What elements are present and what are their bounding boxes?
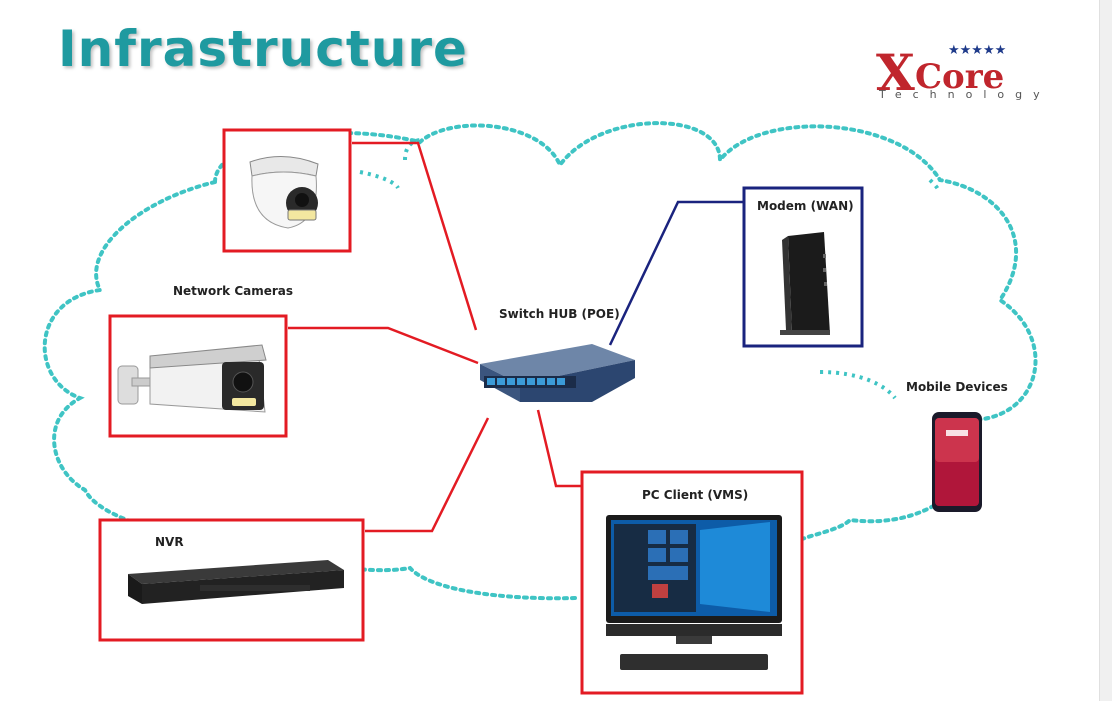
- xcore-logo: X Core ★★★★★ Technology: [876, 42, 1051, 102]
- desktop-pc-icon: [606, 515, 782, 670]
- link-modem: [608, 200, 744, 346]
- dome-camera-icon: [249, 155, 319, 229]
- label-network-cameras: Network Cameras: [173, 284, 293, 298]
- label-nvr: NVR: [155, 535, 184, 549]
- link-camera-dome: [352, 141, 478, 331]
- logo-subtitle: Technology: [878, 88, 1051, 101]
- label-modem: Modem (WAN): [757, 199, 854, 213]
- link-camera-bullet: [288, 326, 479, 365]
- logo-word: Core: [915, 57, 1004, 97]
- logo-stars: ★★★★★: [948, 42, 1006, 57]
- cloud-inner-arc: [819, 370, 897, 400]
- label-mobile-devices: Mobile Devices: [906, 380, 1008, 394]
- slide-title: Infrastructure: [58, 20, 468, 78]
- modem-icon: [780, 232, 830, 335]
- link-nvr: [365, 417, 490, 533]
- cloud-inner-arc: [359, 170, 400, 190]
- nvr-icon: [128, 560, 344, 604]
- cloud-inner-arc: [928, 178, 941, 194]
- label-pc-client: PC Client (VMS): [642, 488, 748, 502]
- label-switch-hub: Switch HUB (POE): [499, 307, 620, 321]
- poe-switch-icon: [480, 344, 635, 402]
- bullet-camera-icon: [117, 344, 267, 413]
- smartphone-icon: [932, 412, 982, 512]
- link-pc: [536, 409, 582, 488]
- vertical-scrollbar[interactable]: [1099, 0, 1112, 701]
- logo-letter: X: [876, 43, 915, 102]
